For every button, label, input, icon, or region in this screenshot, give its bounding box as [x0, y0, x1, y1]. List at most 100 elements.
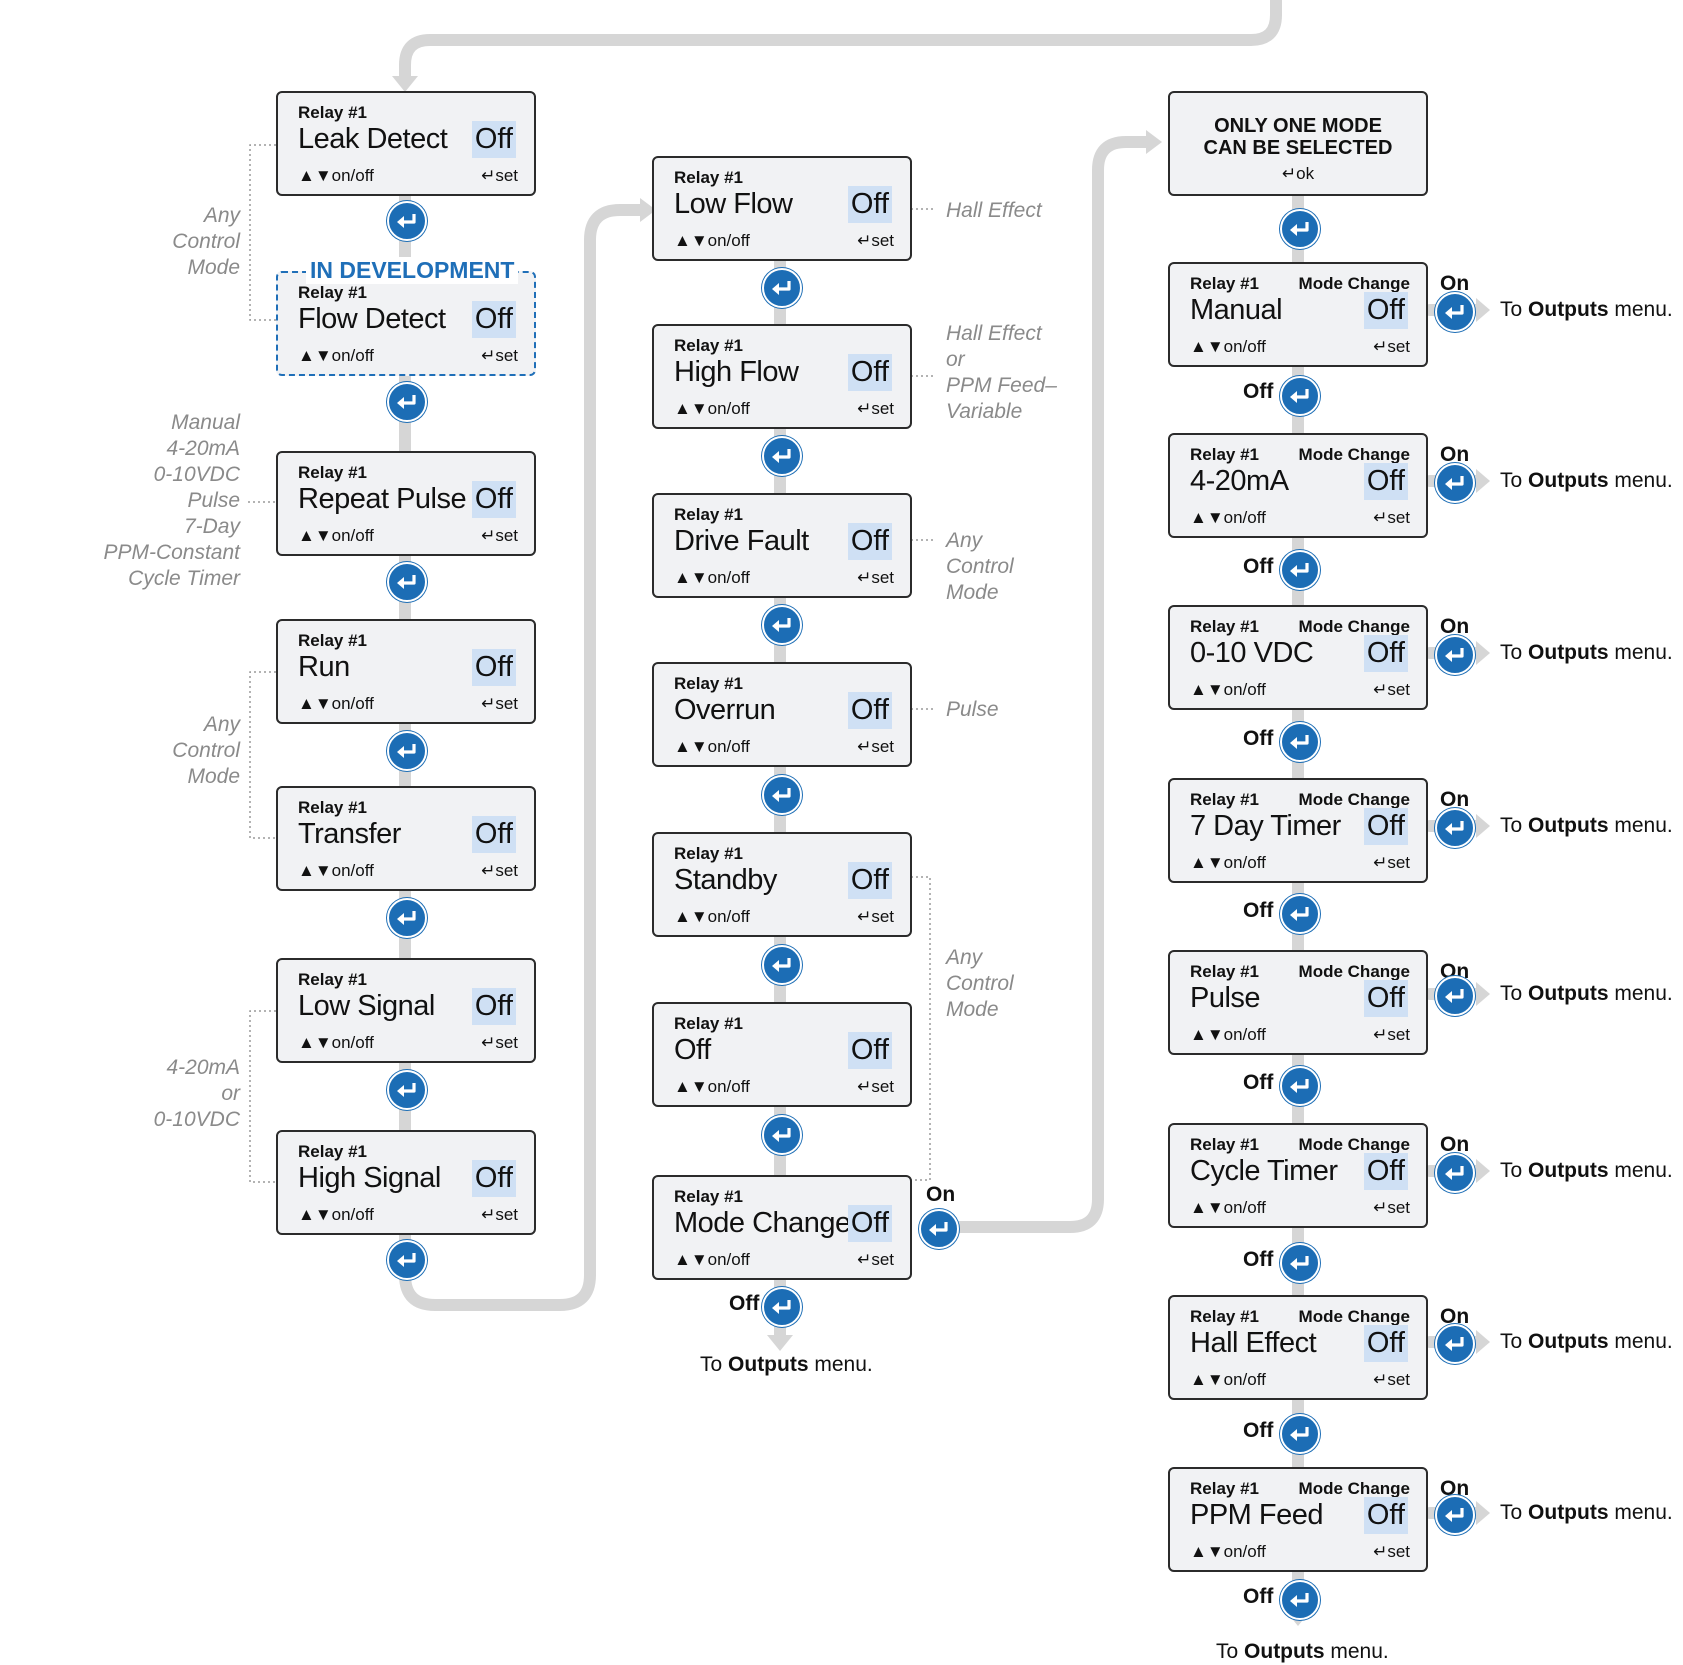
screen-title: PPM Feed [1190, 1499, 1324, 1531]
nav-hint: ▲▼on/off [1190, 680, 1266, 699]
return-arrow-icon [1290, 1593, 1309, 1607]
value-highlight: Off [1363, 292, 1408, 329]
relay-label: Relay #1 [674, 1014, 743, 1033]
enter-button[interactable] [387, 1070, 427, 1110]
to-outputs-menu: To Outputs menu. [1500, 1330, 1673, 1353]
enter-button-on[interactable] [1435, 1153, 1475, 1193]
enter-button[interactable] [762, 945, 802, 985]
return-arrow-icon [772, 449, 791, 463]
enter-button[interactable] [387, 1240, 427, 1280]
set-hint: ↵set [1373, 1198, 1410, 1217]
only-one-mode-screen: ONLY ONE MODE CAN BE SELECTED ↵ok [1168, 91, 1428, 196]
enter-button[interactable] [1280, 722, 1320, 762]
off-label: Off [1243, 899, 1274, 922]
on-label: On [1440, 1133, 1470, 1156]
nav-hint: ▲▼on/off [1190, 853, 1266, 872]
value-highlight: Off [471, 649, 516, 686]
note-hall-effect: Hall Effect [946, 199, 1042, 222]
relay-label: Relay #1 [1190, 445, 1259, 464]
return-arrow-icon [1290, 1427, 1309, 1441]
value-highlight: Off [471, 301, 516, 338]
mode-screen-pulse: Relay #1 Mode Change Pulse Off ▲▼on/off … [1168, 950, 1428, 1055]
enter-button[interactable] [1280, 1066, 1320, 1106]
enter-button-on[interactable] [919, 1209, 959, 1249]
relay-screen-standby: Relay #1 Standby Off ▲▼on/off ↵set [652, 832, 912, 937]
relay-label: Relay #1 [674, 844, 743, 863]
enter-button-on[interactable] [1435, 1324, 1475, 1364]
off-label: Off [1243, 380, 1274, 403]
off-label: Off [1243, 1248, 1274, 1271]
enter-button-on[interactable] [1435, 292, 1475, 332]
relay-screen-transfer: Relay #1 Transfer Off ▲▼on/off ↵set [276, 786, 536, 891]
enter-button[interactable] [762, 1115, 802, 1155]
enter-button[interactable] [1280, 1243, 1320, 1283]
on-label: On [926, 1183, 956, 1206]
return-arrow-icon [1290, 1256, 1309, 1270]
enter-button[interactable] [762, 436, 802, 476]
value-highlight: Off [1363, 1325, 1408, 1362]
nav-hint: ▲▼on/off [1190, 508, 1266, 527]
enter-button[interactable] [1280, 1414, 1320, 1454]
enter-button[interactable] [387, 562, 427, 602]
enter-button[interactable] [387, 201, 427, 241]
only-one-mode-message: ONLY ONE MODE CAN BE SELECTED [1203, 115, 1393, 159]
nav-hint: ▲▼on/off [674, 737, 750, 756]
return-arrow-icon [397, 1253, 416, 1267]
set-hint: ↵set [1373, 1025, 1410, 1044]
return-arrow-icon [397, 1083, 416, 1097]
relay-label: Relay #1 [298, 283, 367, 302]
on-label: On [1440, 443, 1470, 466]
enter-button[interactable] [387, 382, 427, 422]
relay-label: Relay #1 [298, 1142, 367, 1161]
nav-hint: ▲▼on/off [298, 526, 374, 545]
mode-change-label: Mode Change [1298, 617, 1410, 636]
return-arrow-icon [929, 1222, 948, 1236]
enter-button[interactable] [387, 898, 427, 938]
value-highlight: Off [471, 1160, 516, 1197]
return-arrow-icon [1290, 735, 1309, 749]
relay-label: Relay #1 [1190, 1135, 1259, 1154]
set-hint: ↵set [1373, 1370, 1410, 1389]
enter-button[interactable] [1280, 550, 1320, 590]
enter-button[interactable] [762, 775, 802, 815]
relay-label: Relay #1 [674, 1187, 743, 1206]
nav-hint: ▲▼on/off [674, 231, 750, 250]
screen-title: 7 Day Timer [1190, 810, 1341, 842]
enter-button[interactable] [1280, 1580, 1320, 1620]
enter-button[interactable] [762, 605, 802, 645]
nav-hint: ▲▼on/off [674, 568, 750, 587]
enter-button-on[interactable] [1435, 463, 1475, 503]
set-hint: ↵set [481, 346, 518, 365]
value-highlight: Off [471, 481, 516, 518]
enter-button[interactable] [387, 731, 427, 771]
screen-title: Manual [1190, 294, 1283, 326]
relay-label: Relay #1 [298, 970, 367, 989]
set-hint: ↵set [481, 526, 518, 545]
enter-button[interactable] [1280, 894, 1320, 934]
enter-button-on[interactable] [1435, 635, 1475, 675]
enter-button[interactable] [1280, 209, 1320, 249]
enter-button-on[interactable] [1435, 1495, 1475, 1535]
enter-button-on[interactable] [1435, 976, 1475, 1016]
nav-hint: ▲▼on/off [1190, 1198, 1266, 1217]
nav-hint: ▲▼on/off [298, 346, 374, 365]
enter-button[interactable] [1280, 376, 1320, 416]
enter-button[interactable] [762, 268, 802, 308]
value-highlight: Off [847, 862, 892, 899]
set-hint: ↵set [857, 907, 894, 926]
set-hint: ↵set [857, 1250, 894, 1269]
enter-button[interactable] [762, 1287, 802, 1327]
nav-hint: ▲▼on/off [298, 861, 374, 880]
set-hint: ↵set [481, 861, 518, 880]
relay-label: Relay #1 [674, 336, 743, 355]
enter-button-on[interactable] [1435, 808, 1475, 848]
mode-screen-manual: Relay #1 Mode Change Manual Off ▲▼on/off… [1168, 262, 1428, 367]
screen-title: Cycle Timer [1190, 1155, 1338, 1187]
return-arrow-icon [772, 1128, 791, 1142]
to-outputs-menu: To Outputs menu. [700, 1353, 873, 1376]
screen-title: Mode Change [674, 1207, 851, 1239]
return-arrow-icon [772, 788, 791, 802]
set-hint: ↵set [857, 399, 894, 418]
